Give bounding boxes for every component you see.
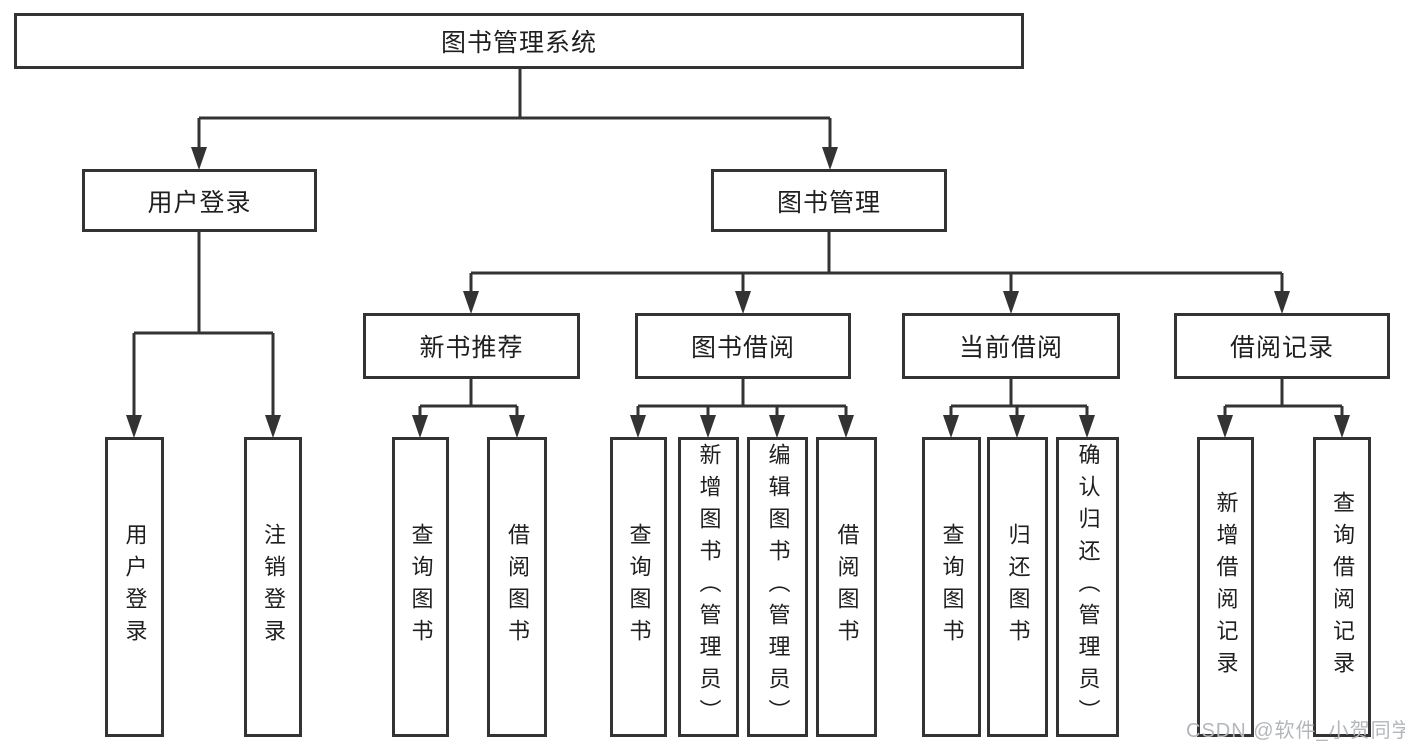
node-book-borrow: 图书借阅 [635,313,851,379]
arrowhead [1079,415,1095,438]
node-user-login-label: 用户登录 [147,188,252,217]
connector-borrow-records [1223,379,1344,417]
connector-user-login [132,232,275,417]
arrowhead [509,415,525,438]
node-current-borrow: 当前借阅 [902,313,1120,379]
leaf-user-login-label: 用户登录 [122,523,148,651]
arrowhead [412,415,428,438]
leaf-borrow-book: 借阅图书 [816,437,877,737]
leaf-confirm-return-admin-label: 确认归还（管理员） [1075,443,1101,731]
leaf-add-borrow-record-label: 新增借阅记录 [1213,491,1239,683]
arrowhead [700,415,716,438]
node-root-label: 图书管理系统 [440,29,597,57]
arrowhead [1217,415,1233,438]
arrowhead [735,291,751,314]
node-book-borrow-label: 图书借阅 [690,334,795,362]
leaf-add-book-admin-label: 新增图书（管理员） [696,443,722,731]
node-new-book-recommend-label: 新书推荐 [419,334,524,362]
node-new-book-recommend: 新书推荐 [363,313,580,379]
connector-root [197,69,832,148]
leaf-borrow-book-label: 借阅图书 [834,523,860,651]
arrowhead [265,415,281,438]
leaf-query-borrow-record: 查询借阅记录 [1313,437,1371,737]
node-user-login: 用户登录 [82,169,317,232]
leaf-return-book-label: 归还图书 [1005,523,1031,651]
arrowhead [769,415,785,438]
watermark-text: CSDN @软件_小贺同学 [1186,720,1405,742]
leaf-query-book-recommend-label: 查询图书 [408,523,434,651]
node-book-management: 图书管理 [711,169,947,232]
leaf-add-book-admin: 新增图书（管理员） [678,437,739,737]
arrowhead [822,147,838,170]
leaf-logout: 注销登录 [244,437,302,737]
leaf-query-book-recommend: 查询图书 [392,437,449,737]
connector-current-borrow [949,379,1089,417]
leaf-query-book-current-label: 查询图书 [939,523,965,651]
leaf-query-book-borrow-label: 查询图书 [626,523,652,651]
arrowhead [1274,291,1290,314]
arrowhead [1003,291,1019,314]
arrowhead [1334,415,1350,438]
arrowhead [630,415,646,438]
arrowhead [126,415,142,438]
connector-new-book [418,379,519,417]
node-book-management-label: 图书管理 [776,188,881,217]
leaf-borrow-book-recommend: 借阅图书 [487,437,547,737]
node-root: 图书管理系统 [14,13,1024,69]
arrowhead [191,147,207,170]
leaf-edit-book-admin-label: 编辑图书（管理员） [765,443,791,731]
node-borrow-records-label: 借阅记录 [1229,334,1334,362]
leaf-add-borrow-record: 新增借阅记录 [1197,437,1254,737]
connector-book-borrow [636,379,848,417]
arrowhead [943,415,959,438]
leaf-query-borrow-record-label: 查询借阅记录 [1330,491,1355,683]
leaf-return-book: 归还图书 [987,437,1048,737]
arrowhead [838,415,854,438]
arrowhead [1009,415,1025,438]
leaf-query-book-borrow: 查询图书 [610,437,667,737]
leaf-user-login: 用户登录 [105,437,164,737]
arrowhead [463,291,479,314]
leaf-borrow-book-recommend-label: 借阅图书 [505,523,530,651]
connector-book-mgmt [469,232,1284,293]
leaf-query-book-current: 查询图书 [922,437,981,737]
node-borrow-records: 借阅记录 [1174,313,1390,379]
leaf-logout-label: 注销登录 [261,523,286,651]
leaf-confirm-return-admin: 确认归还（管理员） [1056,437,1119,737]
node-current-borrow-label: 当前借阅 [958,334,1063,362]
leaf-edit-book-admin: 编辑图书（管理员） [747,437,808,737]
